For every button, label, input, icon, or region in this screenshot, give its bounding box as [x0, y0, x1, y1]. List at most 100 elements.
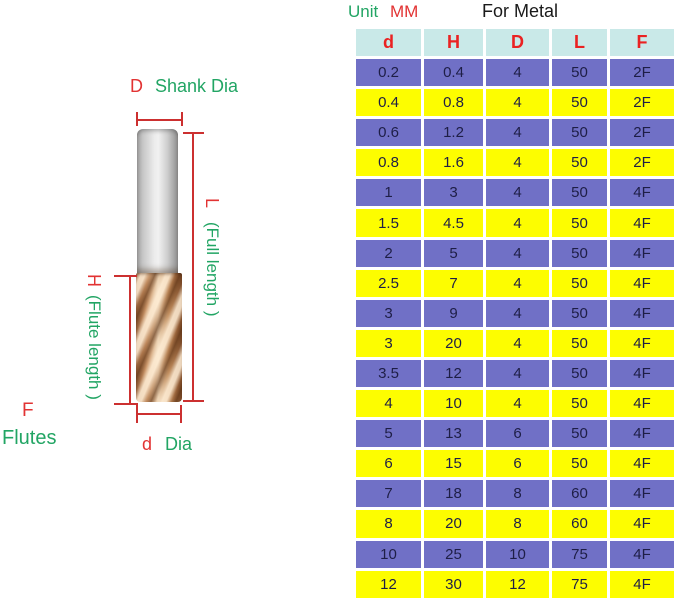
table-cell: 20 [424, 510, 483, 538]
table-cell: 0.4 [424, 59, 483, 87]
table-cell: 4F [610, 510, 674, 538]
table-cell: 4 [486, 149, 549, 177]
table-cell: 1.2 [424, 119, 483, 147]
table-cell: 0.6 [356, 119, 421, 147]
table-cell: 10 [356, 540, 421, 568]
table-cell: 1.6 [424, 149, 483, 177]
column-header-D: D [486, 29, 549, 56]
table-cell: 2 [356, 239, 421, 267]
table-cell: 60 [552, 480, 607, 508]
table-cell: 6 [356, 450, 421, 478]
table-cell: 5 [356, 420, 421, 448]
table-cell: 4F [610, 450, 674, 478]
dia-label: d Dia [142, 434, 192, 455]
table-cell: 50 [552, 269, 607, 297]
table-cell: 60 [552, 510, 607, 538]
table-cell: 0.8 [424, 89, 483, 117]
table-cell: 1 [356, 179, 421, 207]
table-cell: 5 [424, 239, 483, 267]
table-cell: 4 [486, 390, 549, 418]
table-header-row: d H D L F [356, 29, 674, 56]
table-cell: 12 [486, 570, 549, 598]
table-cell: 50 [552, 450, 607, 478]
table-cell: 50 [552, 299, 607, 327]
table-cell: 4F [610, 390, 674, 418]
table-cell: 0.2 [356, 59, 421, 87]
flute-length-dim-tick-bottom [114, 403, 138, 405]
table-cell: 50 [552, 59, 607, 87]
table-cell: 50 [552, 179, 607, 207]
dia-letter: d [142, 434, 153, 454]
table-cell: 4F [610, 239, 674, 267]
flutes-text: Flutes [2, 427, 57, 449]
table-cell: 10 [424, 390, 483, 418]
shank-dia-dim-line [136, 119, 183, 121]
table-cell: 50 [552, 359, 607, 388]
full-length-letter: L [202, 198, 222, 209]
dia-dim-line [136, 413, 182, 415]
column-header-d: d [356, 29, 421, 56]
table-cell: 0.8 [356, 149, 421, 177]
flute-length-dim-tick-top [114, 275, 137, 277]
table-cell: 4F [610, 480, 674, 508]
table-cell: 4F [610, 269, 674, 297]
table-cell: 4F [610, 420, 674, 448]
table-cell: 50 [552, 89, 607, 117]
table-cell: 8 [356, 510, 421, 538]
flute-length-letter: H [84, 274, 104, 287]
table-cell: 50 [552, 149, 607, 177]
table-cell: 20 [424, 329, 483, 357]
table-cell: 50 [552, 209, 607, 237]
table-cell: 4 [486, 209, 549, 237]
table-cell: 4 [486, 59, 549, 87]
full-length-dim-tick-bottom [183, 400, 204, 402]
table-cell: 4F [610, 299, 674, 327]
table-cell: 2F [610, 119, 674, 147]
table-cell: 7 [356, 480, 421, 508]
endmill-flutes-image [136, 273, 182, 402]
table-cell: 4 [486, 269, 549, 297]
table-cell: 18 [424, 480, 483, 508]
table-cell: 7 [424, 269, 483, 297]
full-length-label: L (Full length ) [201, 198, 222, 317]
table-cell: 6 [486, 450, 549, 478]
table-cell: 2F [610, 149, 674, 177]
flute-length-dim-line [129, 275, 131, 405]
table-cell: 10 [486, 540, 549, 568]
table-cell: 3.5 [356, 359, 421, 388]
dia-text: Dia [165, 434, 193, 454]
table-cell: 50 [552, 329, 607, 357]
table-cell: 8 [486, 510, 549, 538]
table-cell: 9 [424, 299, 483, 327]
table-cell: 75 [552, 570, 607, 598]
column-header-l: L [552, 29, 607, 56]
table-cell: 4 [486, 329, 549, 357]
table-cell: 2F [610, 89, 674, 117]
table-cell: 12 [424, 359, 483, 388]
full-length-text: (Full length ) [203, 222, 222, 317]
table-cell: 3 [356, 299, 421, 327]
endmill-shank-image [137, 129, 178, 273]
table-cell: 4.5 [424, 209, 483, 237]
table-cell: 12 [356, 570, 421, 598]
table-cell: 4 [486, 119, 549, 147]
flute-length-label: H(Flute length ) [83, 274, 104, 400]
